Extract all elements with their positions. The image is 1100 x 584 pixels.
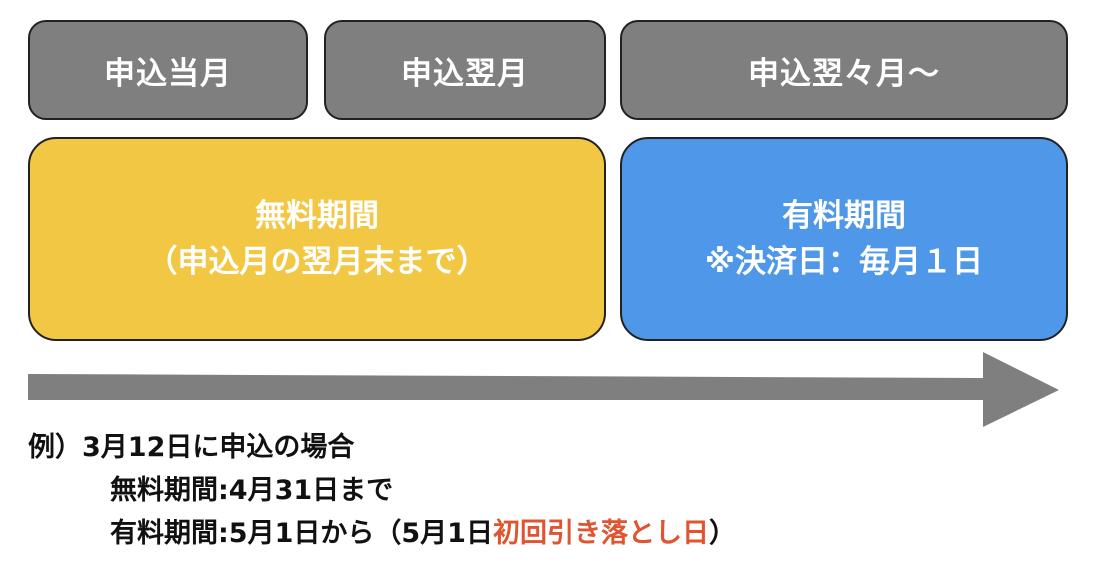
example-paid-suffix: ） [708,518,736,549]
header-next-month: 申込翌月 [324,20,606,120]
header-following-months-label: 申込翌々月〜 [748,55,940,92]
free-period-note: （申込月の翌月末まで） [146,244,488,280]
example-paid-prefix: 有料期間:5月1日から（5月1日 [110,518,493,549]
header-current-month-label: 申込当月 [104,55,232,92]
header-current-month: 申込当月 [28,20,308,120]
header-next-month-label: 申込翌月 [401,55,529,92]
example-section: 例）3月12日に申込の場合 無料期間:4月31日まで 有料期間:5月1日から（5… [28,426,1078,555]
free-period-box: 無料期間 （申込月の翌月末まで） [28,137,606,341]
timeline-arrow [28,352,1059,427]
header-following-months: 申込翌々月〜 [620,20,1068,120]
free-period-title: 無料期間 [255,198,379,234]
paid-period-note: ※決済日：毎月１日 [704,244,984,280]
timeline-arrow-shape [28,352,1059,427]
example-free-line: 無料期間:4月31日まで [110,475,394,506]
paid-period-title: 有料期間 [782,198,906,234]
example-paid-line: 有料期間:5月1日から（5月1日初回引き落とし日） [28,512,1078,555]
paid-period-box: 有料期間 ※決済日：毎月１日 [620,137,1068,341]
example-paid-highlight: 初回引き落とし日 [492,518,709,549]
example-heading: 例）3月12日に申込の場合 [28,432,355,463]
